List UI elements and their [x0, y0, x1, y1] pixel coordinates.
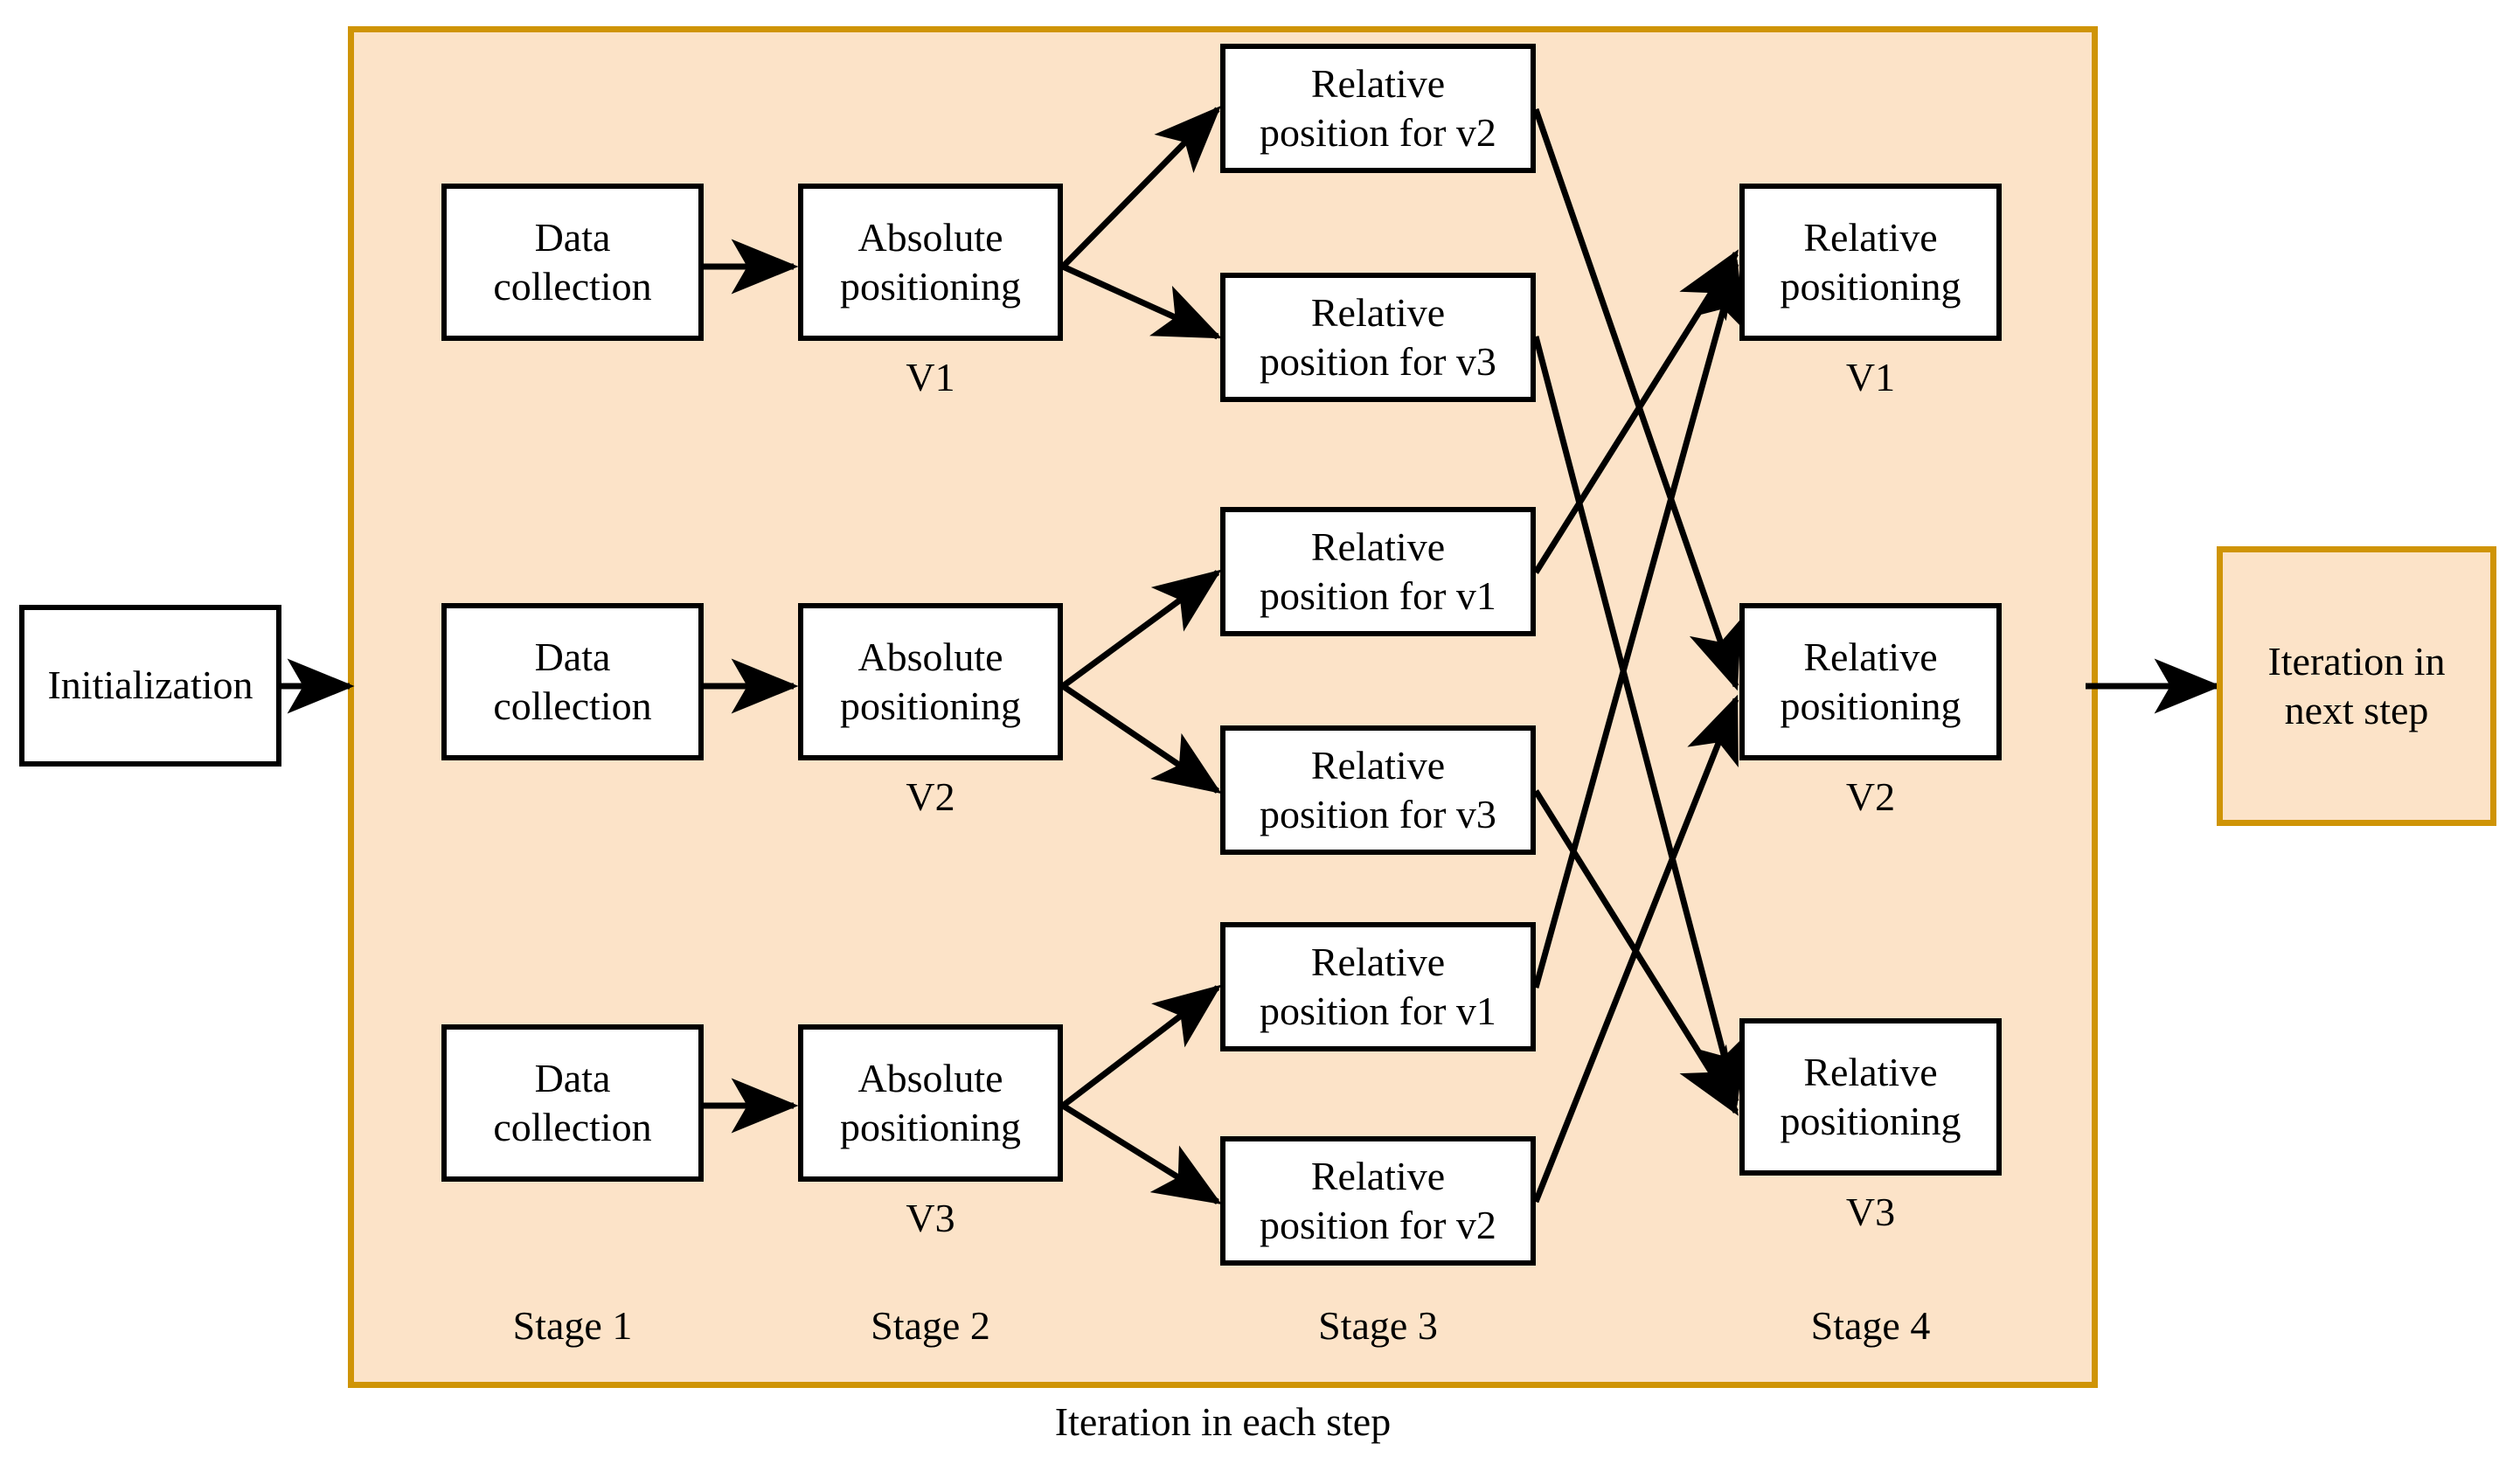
stage-label-4: Stage 4 — [1810, 1303, 1931, 1348]
caption-absolute-positioning-v3: V3 — [906, 1196, 955, 1240]
stage-label-3: Stage 3 — [1318, 1303, 1438, 1348]
node-initialization-label: Initialization — [47, 663, 253, 708]
caption-relative-positioning-v1: V1 — [1845, 355, 1896, 399]
node-initialization[interactable]: Initialization — [19, 605, 281, 767]
caption-iteration-each-step: Iteration in each step — [1054, 1399, 1392, 1444]
caption-absolute-positioning-v2: V2 — [906, 774, 955, 819]
stage-label-1: Stage 1 — [512, 1303, 633, 1348]
caption-absolute-positioning-v1: V1 — [906, 355, 955, 399]
stage-label-2: Stage 2 — [871, 1303, 990, 1348]
caption-relative-positioning-v3: V3 — [1845, 1190, 1896, 1234]
caption-relative-positioning-v2: V2 — [1845, 774, 1896, 819]
